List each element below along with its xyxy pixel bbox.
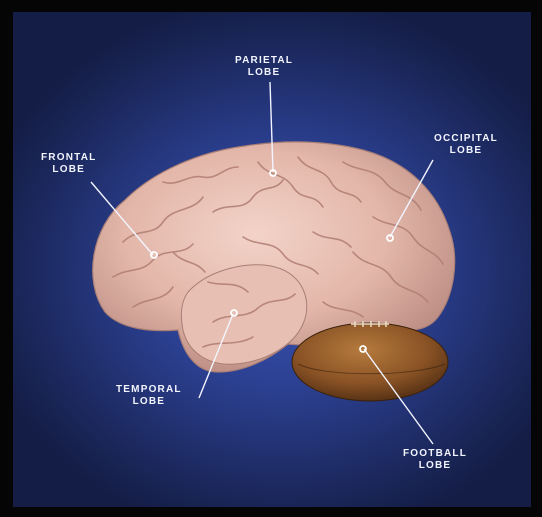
parietal-label-line2: LOBE	[235, 67, 293, 79]
occipital-lobe-label: OCCIPITAL LOBE	[434, 133, 498, 157]
temporal-label-line2: LOBE	[116, 396, 182, 408]
brain-illustration	[13, 12, 531, 507]
parietal-label-line1: PARIETAL	[235, 55, 293, 67]
frontal-lobe-label: FRONTAL LOBE	[41, 152, 96, 176]
frontal-label-line1: FRONTAL	[41, 152, 96, 164]
football-label-line1: FOOTBALL	[403, 448, 467, 460]
temporal-label-line1: TEMPORAL	[116, 384, 182, 396]
football-label-line2: LOBE	[403, 460, 467, 472]
football-lobe-label: FOOTBALL LOBE	[403, 448, 467, 472]
temporal-lobe-label: TEMPORAL LOBE	[116, 384, 182, 408]
occipital-label-line2: LOBE	[434, 145, 498, 157]
occipital-label-line1: OCCIPITAL	[434, 133, 498, 145]
frontal-label-line2: LOBE	[41, 164, 96, 176]
diagram-panel: PARIETAL LOBE FRONTAL LOBE OCCIPITAL LOB…	[13, 12, 531, 507]
parietal-lobe-label: PARIETAL LOBE	[235, 55, 293, 79]
football-lobe	[292, 323, 448, 401]
